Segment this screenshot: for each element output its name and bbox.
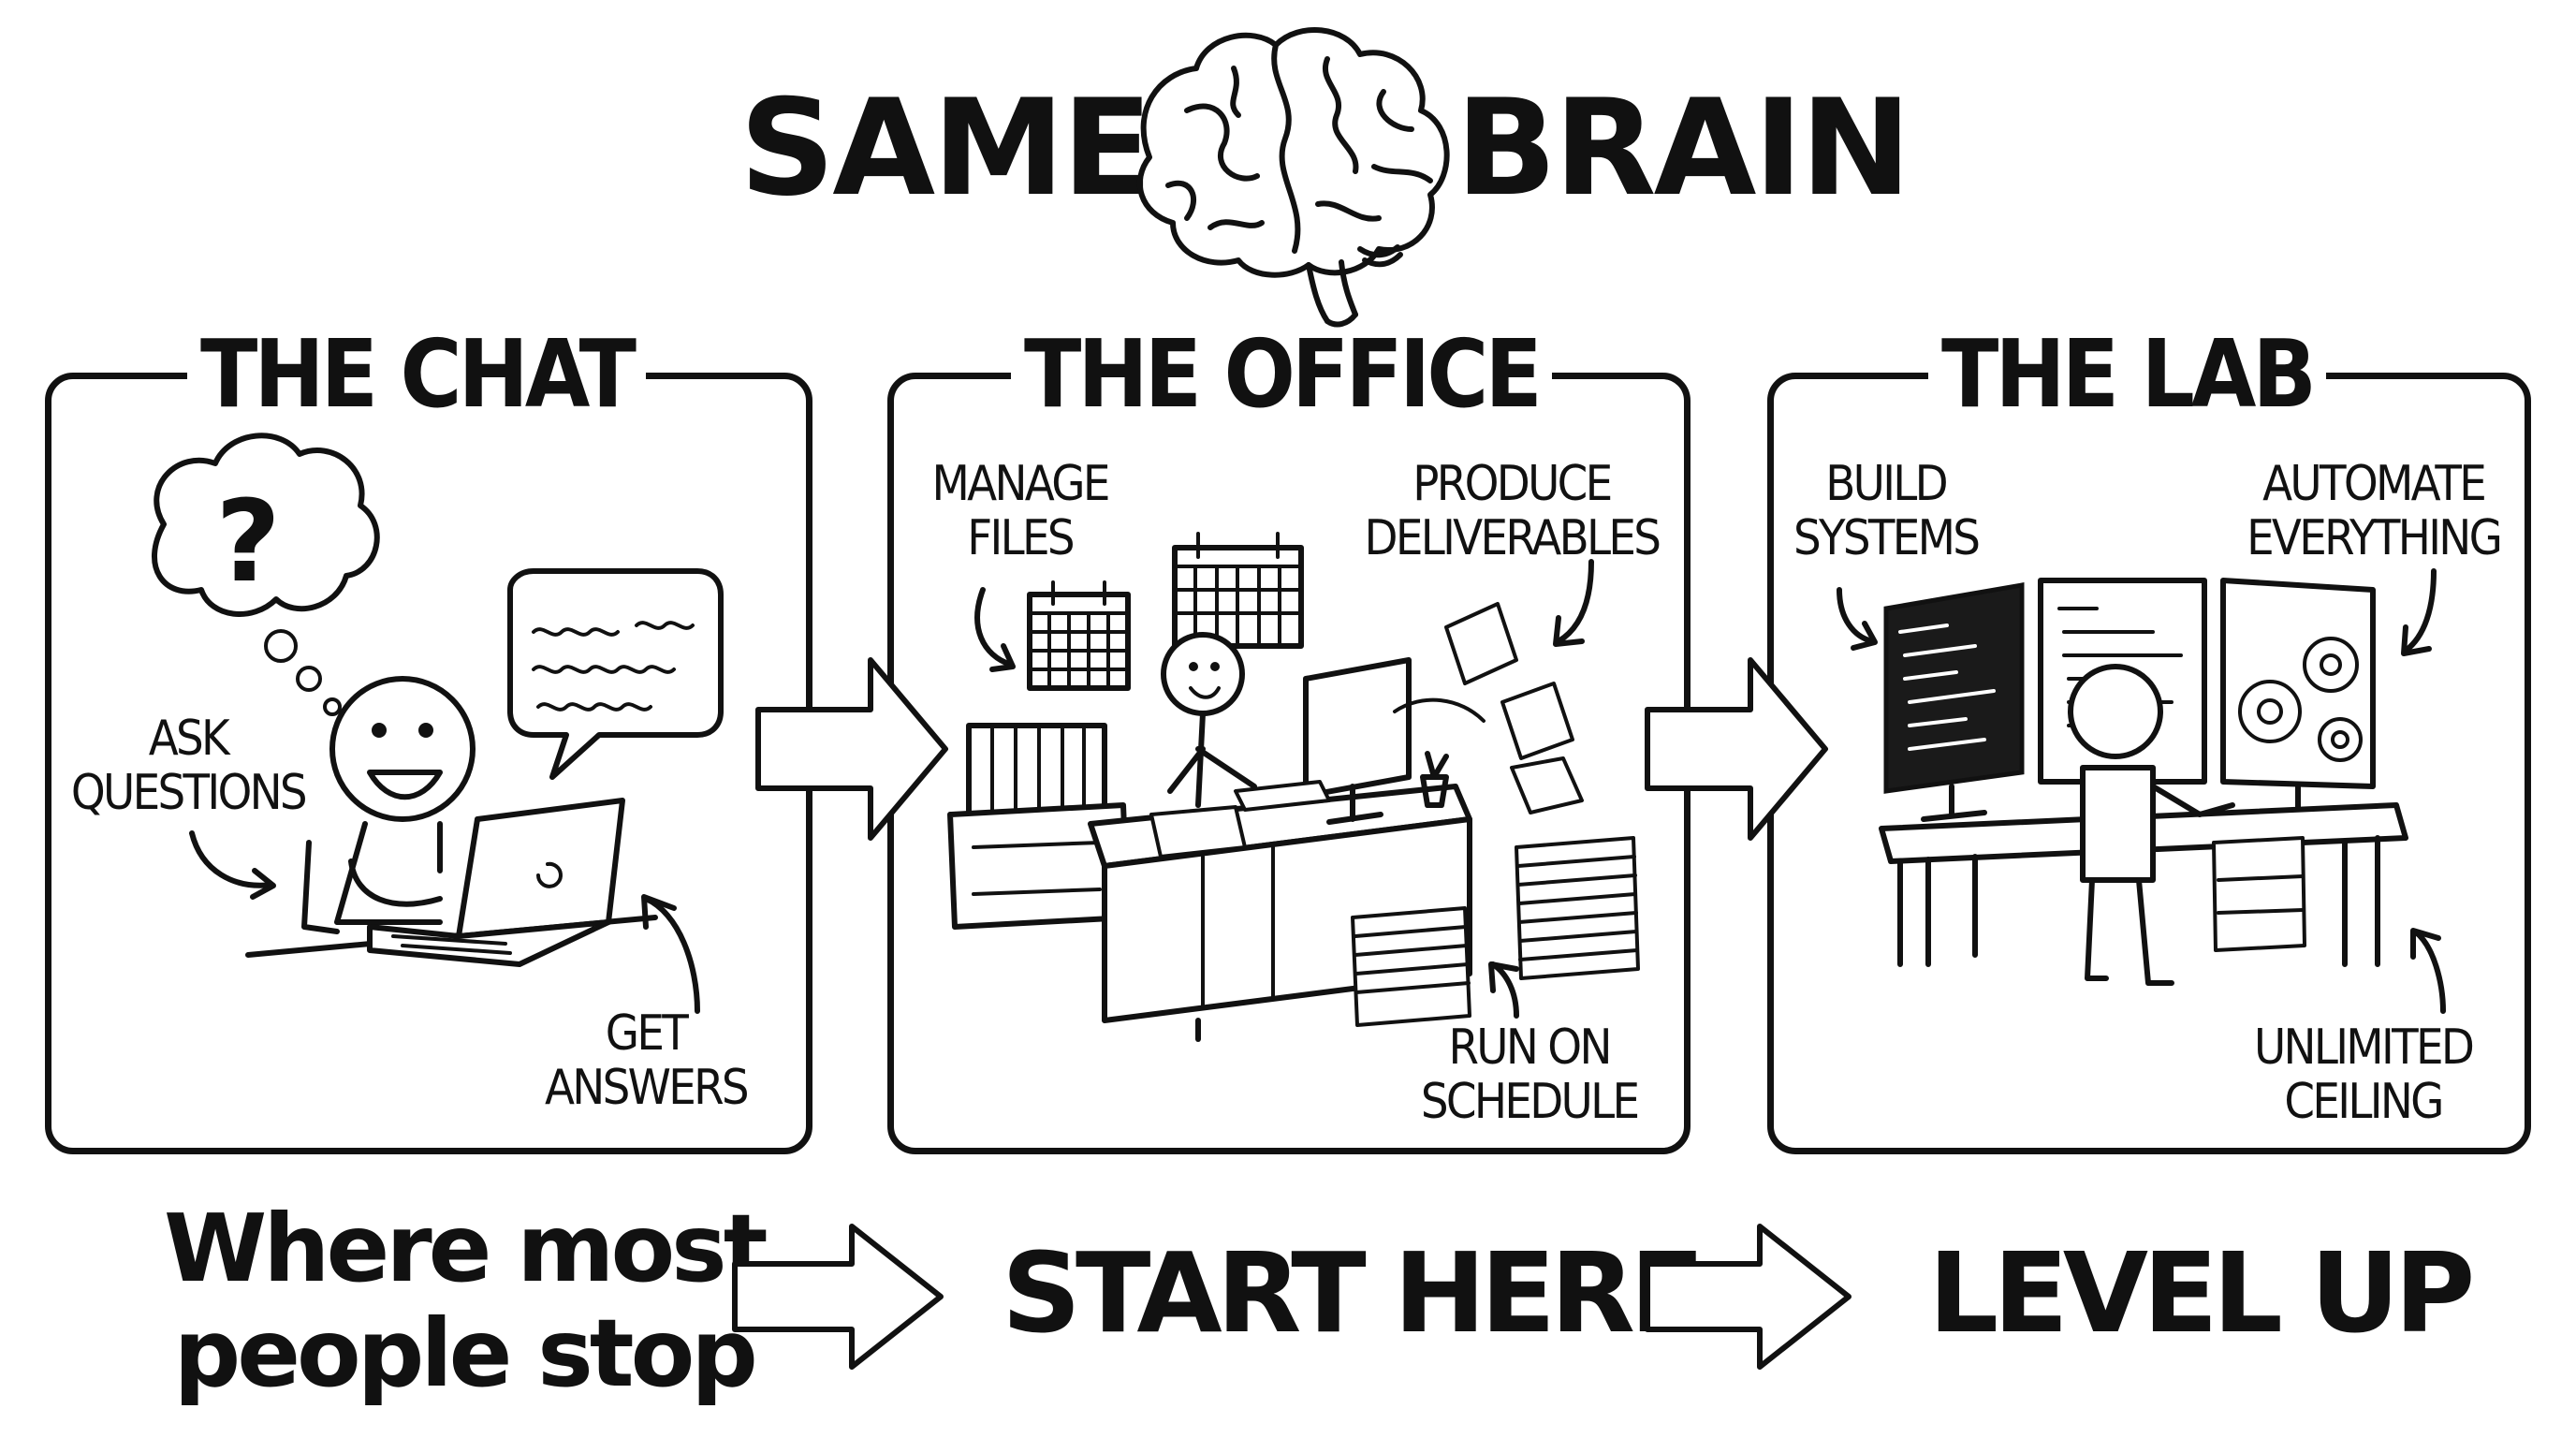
footer-where-most-people-stop: Where most people stop: [164, 1194, 768, 1408]
footer-level-up: LEVEL UP: [1928, 1228, 2475, 1357]
panel-title-lab: THE LAB: [1928, 328, 2326, 421]
label-unlimited-ceiling: UNLIMITED CEILING: [2253, 1020, 2475, 1130]
label-get-answers: GET ANSWERS: [544, 1005, 750, 1116]
panel-title-office: THE OFFICE: [1011, 328, 1552, 421]
title-left-word: SAME: [739, 71, 1152, 226]
panel-title-chat: THE CHAT: [187, 328, 646, 421]
label-manage-files: MANAGE FILES: [931, 456, 1110, 566]
label-automate-everything: AUTOMATE EVERYTHING: [2247, 456, 2503, 566]
label-build-systems: BUILD SYSTEMS: [1793, 456, 1981, 566]
footer-start-here: START HERE: [1002, 1228, 1705, 1357]
label-ask-questions: ASK QUESTIONS: [70, 711, 308, 821]
label-produce-deliverables: PRODUCE DELIVERABLES: [1364, 456, 1661, 566]
label-run-on-schedule: RUN ON SCHEDULE: [1420, 1020, 1640, 1130]
title-right-word: BRAIN: [1456, 71, 1911, 226]
arrow-right-icon: [732, 1224, 944, 1370]
